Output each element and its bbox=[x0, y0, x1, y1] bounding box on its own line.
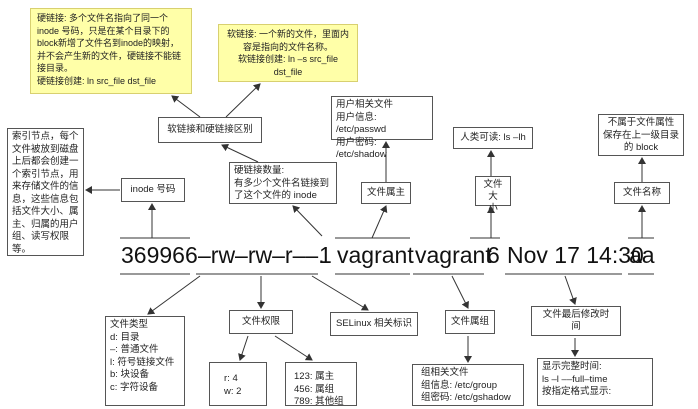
file-permission-box: 文件权限 bbox=[229, 310, 293, 334]
user-files-box: 用户相关文件 用户信息: /etc/passwd 用户密码: /etc/shad… bbox=[331, 96, 433, 160]
group-value: vagrant bbox=[415, 242, 492, 268]
permission-groups-box: 123: 属主 456: 属组 789: 其他组 bbox=[285, 362, 357, 407]
selinux-box: SELinux 相关标识 bbox=[330, 312, 418, 336]
hardlink-count-box: 硬链接数量: 有多少个文件名链接到了这个文件的 inode bbox=[229, 162, 337, 204]
not-attribute-box: 不属于文件属性 保存在上一级目录 的 block bbox=[598, 114, 684, 156]
file-owner-box: 文件属主 bbox=[361, 182, 411, 204]
modify-time-box: 文件最后修改时 间 bbox=[531, 306, 621, 336]
owner-value: vagrant bbox=[337, 242, 414, 268]
permission-values-box: r: 4 w: 2 bbox=[209, 362, 267, 406]
inode-number-box: inode 号码 bbox=[121, 178, 185, 202]
filename-value: aa bbox=[629, 242, 655, 268]
link-difference-box: 软链接和硬链接区别 bbox=[158, 117, 262, 143]
file-type-box: 文件类型 d: 目录 –: 普通文件 l: 符号链接文件 b: 块设备 c: 字… bbox=[105, 316, 185, 406]
human-readable-box: 人类可读: ls –lh bbox=[453, 127, 533, 149]
size-value: 6 bbox=[487, 242, 500, 268]
softlink-note: 软链接: 一个新的文件，里面内容是指向的文件名称。 软链接创建: ln –s s… bbox=[218, 24, 358, 82]
group-files-box: 组相关文件 组信息: /etc/group 组密码: /etc/gshadow bbox=[412, 364, 524, 406]
inode-description-box: 索引节点，每个文件被放到磁盘上后都会创建一个索引节点，用来存储文件的信息，这些信… bbox=[7, 128, 84, 256]
date-value: Nov 17 14:30 bbox=[507, 242, 644, 268]
permission-value: –rw–rw–r––. bbox=[198, 242, 325, 268]
file-group-box: 文件属组 bbox=[445, 310, 495, 334]
link-count-value: 1 bbox=[319, 242, 332, 268]
inode-value: 369966 bbox=[121, 242, 198, 268]
hardlink-note: 硬链接: 多个文件名指向了同一个 inode 号码，只是在某个目录下的 bloc… bbox=[30, 8, 192, 94]
file-name-box: 文件名称 bbox=[614, 182, 670, 204]
time-display-box: 显示完整时间: ls –l ––full–time 按指定格式显示: bbox=[537, 358, 653, 406]
file-size-box: 文件大 小 bbox=[475, 176, 511, 214]
